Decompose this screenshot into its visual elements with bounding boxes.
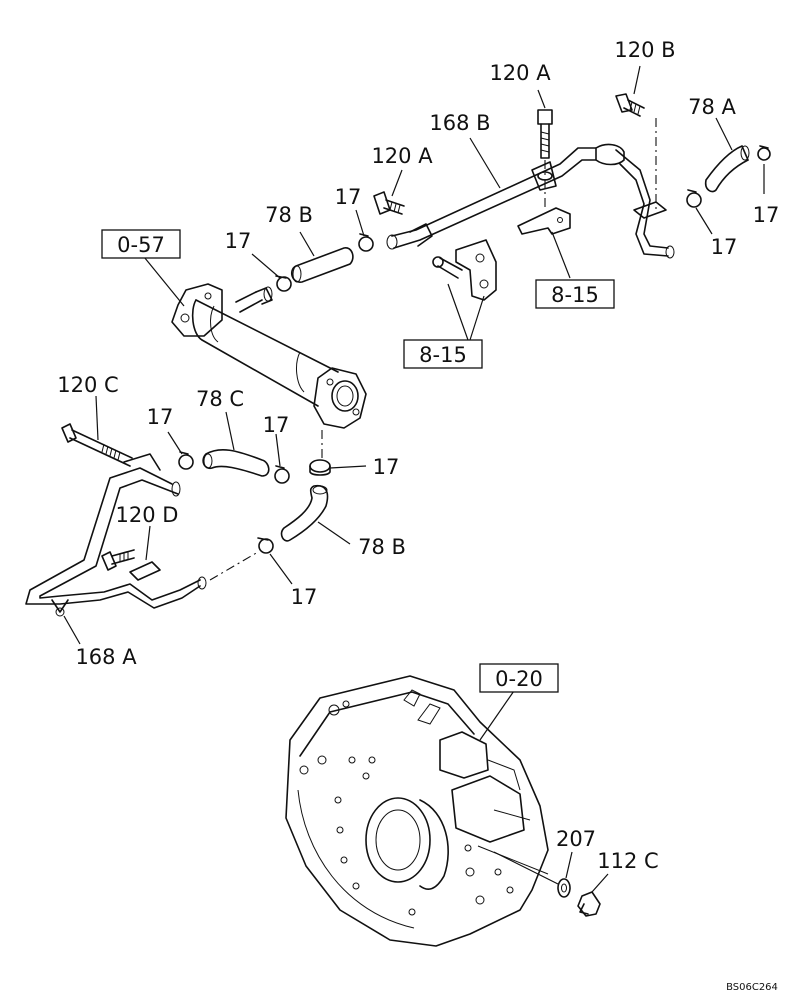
- label-120d: 120 D: [116, 503, 179, 527]
- label-120a-mid: 120 A: [371, 144, 433, 168]
- ref-0-57: 0-57: [117, 233, 165, 257]
- label-17-mid: 17: [335, 185, 362, 209]
- hose-78a: [704, 144, 750, 193]
- hose-78c: [202, 448, 270, 477]
- bolt-120a-mid: [373, 191, 405, 215]
- label-120c: 120 C: [57, 373, 118, 397]
- washer-axis-line: [493, 851, 559, 885]
- bolt-120a-top: [537, 109, 553, 210]
- label-78b-low: 78 B: [358, 535, 406, 559]
- clamp-17-f: [274, 465, 290, 484]
- center-line-low: [209, 551, 259, 581]
- label-78b-top: 78 B: [265, 203, 313, 227]
- bracket-upper: [517, 207, 571, 235]
- label-17-c1: 17: [147, 405, 174, 429]
- flywheel-housing: [285, 675, 549, 947]
- bolt-120b: [615, 93, 657, 210]
- label-168a: 168 A: [75, 645, 137, 669]
- clamp-17-h: [257, 537, 274, 554]
- bracket-middle: [432, 239, 497, 301]
- clamp-17-e: [178, 451, 194, 470]
- pipe-168a: [25, 453, 207, 617]
- clamp-17-d: [275, 275, 292, 292]
- label-168b: 168 B: [429, 111, 490, 135]
- label-17-right: 17: [711, 235, 738, 259]
- label-207: 207: [556, 827, 596, 851]
- ref-box-8-15-left: [403, 339, 483, 369]
- bolt-120c: [61, 423, 133, 467]
- clamp-17-b: [757, 145, 771, 161]
- drawing-code: BS06C264: [726, 982, 778, 993]
- ref-box-0-20: [479, 663, 559, 693]
- ref-box-0-57: [101, 229, 181, 259]
- leader-lines: [63, 65, 765, 893]
- label-17-left: 17: [225, 229, 252, 253]
- label-17-c3: 17: [373, 455, 400, 479]
- bolt-120d: [101, 549, 135, 571]
- clamp-17-c: [358, 233, 374, 252]
- label-17-low: 17: [291, 585, 318, 609]
- label-78c: 78 C: [196, 387, 244, 411]
- egr-cooler: [171, 283, 367, 429]
- plug-112c: [577, 891, 601, 917]
- ref-8-15-right: 8-15: [551, 283, 599, 307]
- label-120b: 120 B: [614, 38, 675, 62]
- clamp-17-a: [686, 189, 702, 208]
- label-112c: 112 C: [597, 849, 658, 873]
- label-120a-top: 120 A: [489, 61, 551, 85]
- ref-0-20: 0-20: [495, 667, 543, 691]
- clamp-17-g: [309, 430, 331, 476]
- label-17-top-right: 17: [753, 203, 780, 227]
- hose-78b-top: [290, 247, 354, 283]
- ref-box-8-15-right: [535, 279, 615, 309]
- hose-78b-low: [280, 484, 329, 542]
- washer-207: [557, 878, 571, 898]
- label-78a: 78 A: [688, 95, 736, 119]
- label-17-c2: 17: [263, 413, 290, 437]
- ref-8-15-left: 8-15: [419, 343, 467, 367]
- pipe-168b: [386, 143, 675, 259]
